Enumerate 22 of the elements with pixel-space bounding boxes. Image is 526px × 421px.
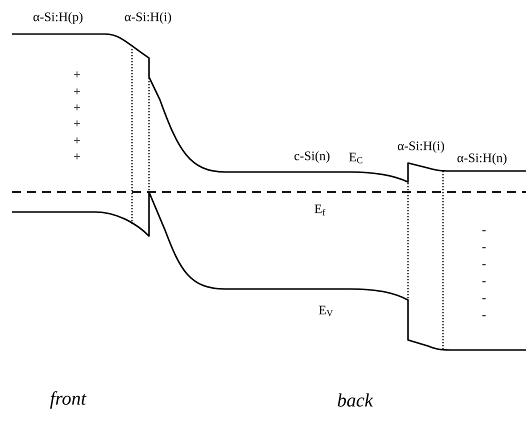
charge-sign: - [482, 298, 486, 300]
charge-sign: + [74, 153, 80, 160]
charge-sign: - [482, 264, 486, 266]
charge-sign: + [74, 104, 80, 110]
layer-label: α-Si:H(i) [398, 141, 444, 153]
layer-label: α-Si:H(p) [33, 12, 82, 24]
charge-sign: - [482, 247, 486, 248]
charge-sign: - [482, 315, 486, 316]
band-label: E$_{f}$ [314, 204, 326, 216]
charge-sign: + [74, 88, 80, 94]
charge-sign: - [482, 230, 486, 232]
layer-label: c-Si(n) [294, 151, 330, 163]
side-label: back [338, 393, 374, 407]
charge-sign: + [74, 137, 80, 144]
band-label: E$_{V}$ [318, 306, 333, 316]
band-label: E$_{C}$ [349, 152, 362, 164]
layer-label: α-Si:H(i) [124, 12, 172, 24]
charge-sign: - [482, 281, 486, 282]
charge-sign: + [74, 120, 80, 126]
layer-label: α-Si:H(n) [457, 153, 507, 165]
charge-sign: + [74, 71, 80, 78]
side-label: front [50, 391, 87, 409]
